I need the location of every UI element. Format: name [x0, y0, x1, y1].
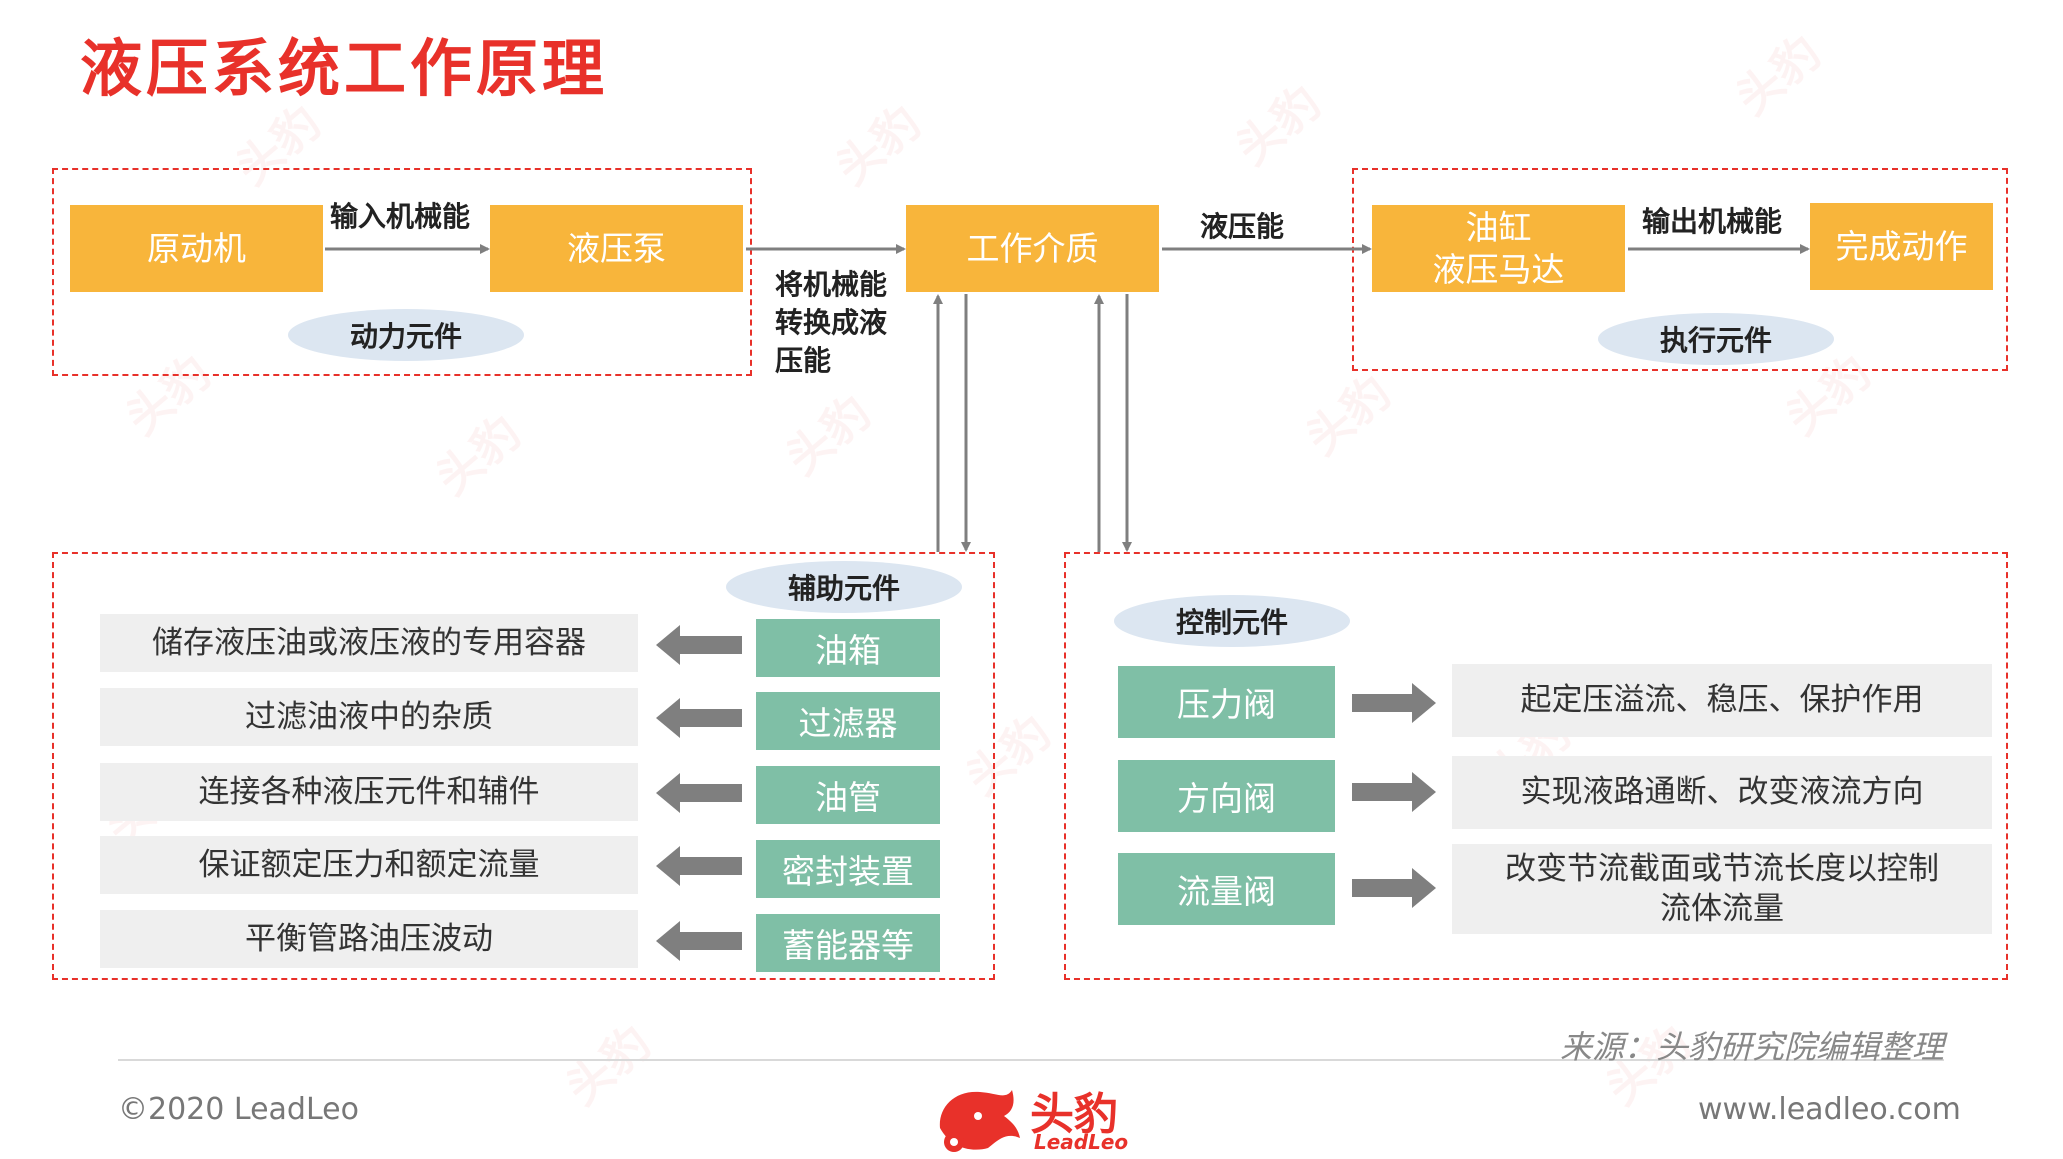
- aux-item-pipe: 油管: [756, 766, 940, 824]
- control-item-direction-valve: 方向阀: [1118, 760, 1335, 832]
- control-arrow: [1352, 683, 1436, 723]
- conversion-label: 将机械能转换成液压能: [775, 268, 888, 377]
- aux-arrow: [656, 921, 742, 961]
- output-mechanical-label: 输出机械能: [1642, 205, 1783, 238]
- actuator-motor-label: 液压马达: [1432, 249, 1565, 289]
- control-group-frame: [1064, 552, 2008, 980]
- hydraulic-energy-label: 液压能: [1200, 210, 1285, 243]
- pump-box: 液压泵: [490, 205, 743, 292]
- source-note: 来源：头豹研究院编辑整理: [1560, 1028, 1945, 1066]
- control-component-badge: 控制元件: [1114, 595, 1350, 647]
- control-item-pressure-valve: 压力阀: [1118, 666, 1335, 738]
- actuator-box: 油缸 液压马达: [1372, 205, 1625, 292]
- logo-text-cn: 头豹: [1030, 1089, 1118, 1140]
- page-title: 液压系统工作原理: [80, 32, 609, 105]
- aux-item-seal: 密封装置: [756, 840, 940, 898]
- aux-arrow: [656, 773, 742, 813]
- power-component-badge: 动力元件: [288, 309, 524, 361]
- aux-item-tank: 油箱: [756, 619, 940, 677]
- execution-component-badge: 执行元件: [1598, 313, 1834, 365]
- aux-desc-tank: 储存液压油或液压液的专用容器: [100, 614, 638, 672]
- aux-desc-accumulator: 平衡管路油压波动: [100, 910, 638, 968]
- aux-arrow: [656, 846, 742, 886]
- aux-desc-pipe: 连接各种液压元件和辅件: [100, 763, 638, 821]
- aux-desc-seal: 保证额定压力和额定流量: [100, 836, 638, 894]
- control-arrow: [1352, 772, 1436, 812]
- actuator-cylinder-label: 油缸: [1465, 208, 1532, 248]
- auxiliary-component-badge: 辅助元件: [726, 561, 962, 613]
- control-item-flow-valve: 流量阀: [1118, 853, 1335, 925]
- prime-mover-box: 原动机: [70, 205, 323, 292]
- actuator-group-frame: [1352, 168, 2008, 371]
- aux-desc-filter: 过滤油液中的杂质: [100, 688, 638, 746]
- power-group-frame: [52, 168, 752, 376]
- aux-arrow: [656, 698, 742, 738]
- complete-action-box: 完成动作: [1810, 203, 1993, 290]
- input-mechanical-label: 输入机械能: [330, 200, 471, 233]
- control-desc-flow-valve: 改变节流截面或节流长度以控制流体流量: [1452, 844, 1992, 934]
- aux-item-filter: 过滤器: [756, 692, 940, 750]
- aux-item-accumulator: 蓄能器等: [756, 914, 940, 972]
- copyright: ©2020 LeadLeo: [118, 1092, 359, 1127]
- working-medium-box: 工作介质: [906, 205, 1159, 292]
- auxiliary-group-frame: [52, 552, 995, 980]
- leopard-logo-icon: [939, 1090, 1020, 1152]
- website-link[interactable]: www.leadleo.com: [1698, 1092, 1961, 1127]
- control-desc-pressure-valve: 起定压溢流、稳压、保护作用: [1452, 664, 1992, 737]
- control-arrow: [1352, 868, 1436, 908]
- control-desc-direction-valve: 实现液路通断、改变液流方向: [1452, 756, 1992, 829]
- aux-arrow: [656, 625, 742, 665]
- logo-text-en: LeadLeo: [1034, 1130, 1129, 1154]
- leadleo-logo: 头豹 LeadLeo: [932, 1082, 1132, 1154]
